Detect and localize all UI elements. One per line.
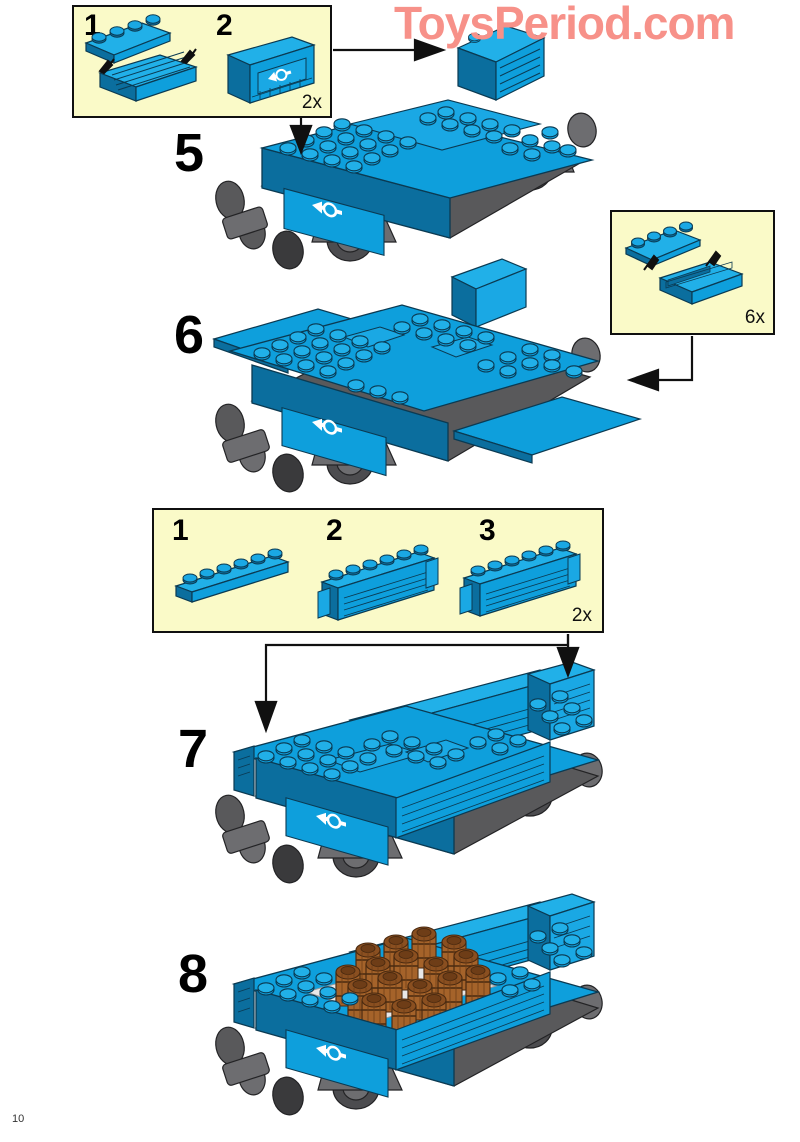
step-number-5: 5 bbox=[174, 123, 205, 183]
end-wall-left-step7 bbox=[233, 745, 255, 797]
callout-box-a: 1 2 2x bbox=[72, 5, 332, 118]
callout-box-b: 6x bbox=[610, 210, 775, 335]
callout-a-quantity: 2x bbox=[301, 92, 322, 113]
train-logo-step6 bbox=[312, 418, 342, 435]
part-smooth-panel-b bbox=[658, 261, 744, 305]
step-6-illustration bbox=[196, 255, 656, 505]
step-5-illustration bbox=[200, 20, 620, 270]
detached-grille-panel bbox=[456, 25, 546, 101]
folded-panel-right-step6 bbox=[451, 396, 643, 464]
callout-c-substep-3-label: 3 bbox=[479, 514, 496, 547]
train-logo-step5 bbox=[312, 201, 342, 218]
part-fence-panel-right bbox=[459, 540, 581, 617]
part-plate-1x6 bbox=[174, 548, 290, 603]
step-8-illustration bbox=[210, 880, 630, 1130]
bogie-assembly-rear-step8 bbox=[215, 1026, 304, 1116]
callout-c-substep-1-label: 1 bbox=[172, 514, 189, 547]
part-grille-panel-a bbox=[98, 51, 198, 102]
part-fence-panel-left bbox=[317, 544, 439, 621]
bogie-assembly-rear-step6 bbox=[215, 403, 304, 493]
step-number-7: 7 bbox=[178, 719, 209, 779]
callout-c-quantity: 2x bbox=[571, 605, 592, 626]
part-logo-panel-a bbox=[226, 36, 316, 104]
part-hinge-plate-b bbox=[624, 221, 702, 267]
callout-b-assembly-arrows bbox=[643, 250, 722, 271]
callout-a-assembly-arrows bbox=[98, 48, 197, 75]
bogie-assembly-rear-step7 bbox=[215, 794, 304, 884]
callout-box-c: 1 2 2x bbox=[152, 508, 604, 633]
near-wall-step7 bbox=[255, 741, 551, 866]
callout-b-quantity: 6x bbox=[744, 307, 765, 328]
step-7-illustration bbox=[210, 648, 630, 888]
watermark-text: ToysPeriod.com bbox=[394, 0, 735, 49]
bogie-assembly-rear bbox=[215, 180, 304, 270]
train-logo-step8 bbox=[316, 1044, 346, 1061]
step-number-6: 6 bbox=[174, 305, 205, 365]
callout-c-substep-2-label: 2 bbox=[326, 514, 343, 547]
upright-rear-panel-step6 bbox=[450, 258, 528, 328]
page-number: 10 bbox=[12, 1113, 25, 1125]
step-number-8: 8 bbox=[178, 944, 209, 1004]
train-logo-step7 bbox=[316, 812, 346, 829]
callout-a-substep-2-label: 2 bbox=[216, 9, 233, 42]
wagon-body-step5 bbox=[215, 99, 597, 270]
end-wall-left-step8 bbox=[233, 977, 255, 1029]
part-hinge-plate-a bbox=[84, 14, 172, 64]
